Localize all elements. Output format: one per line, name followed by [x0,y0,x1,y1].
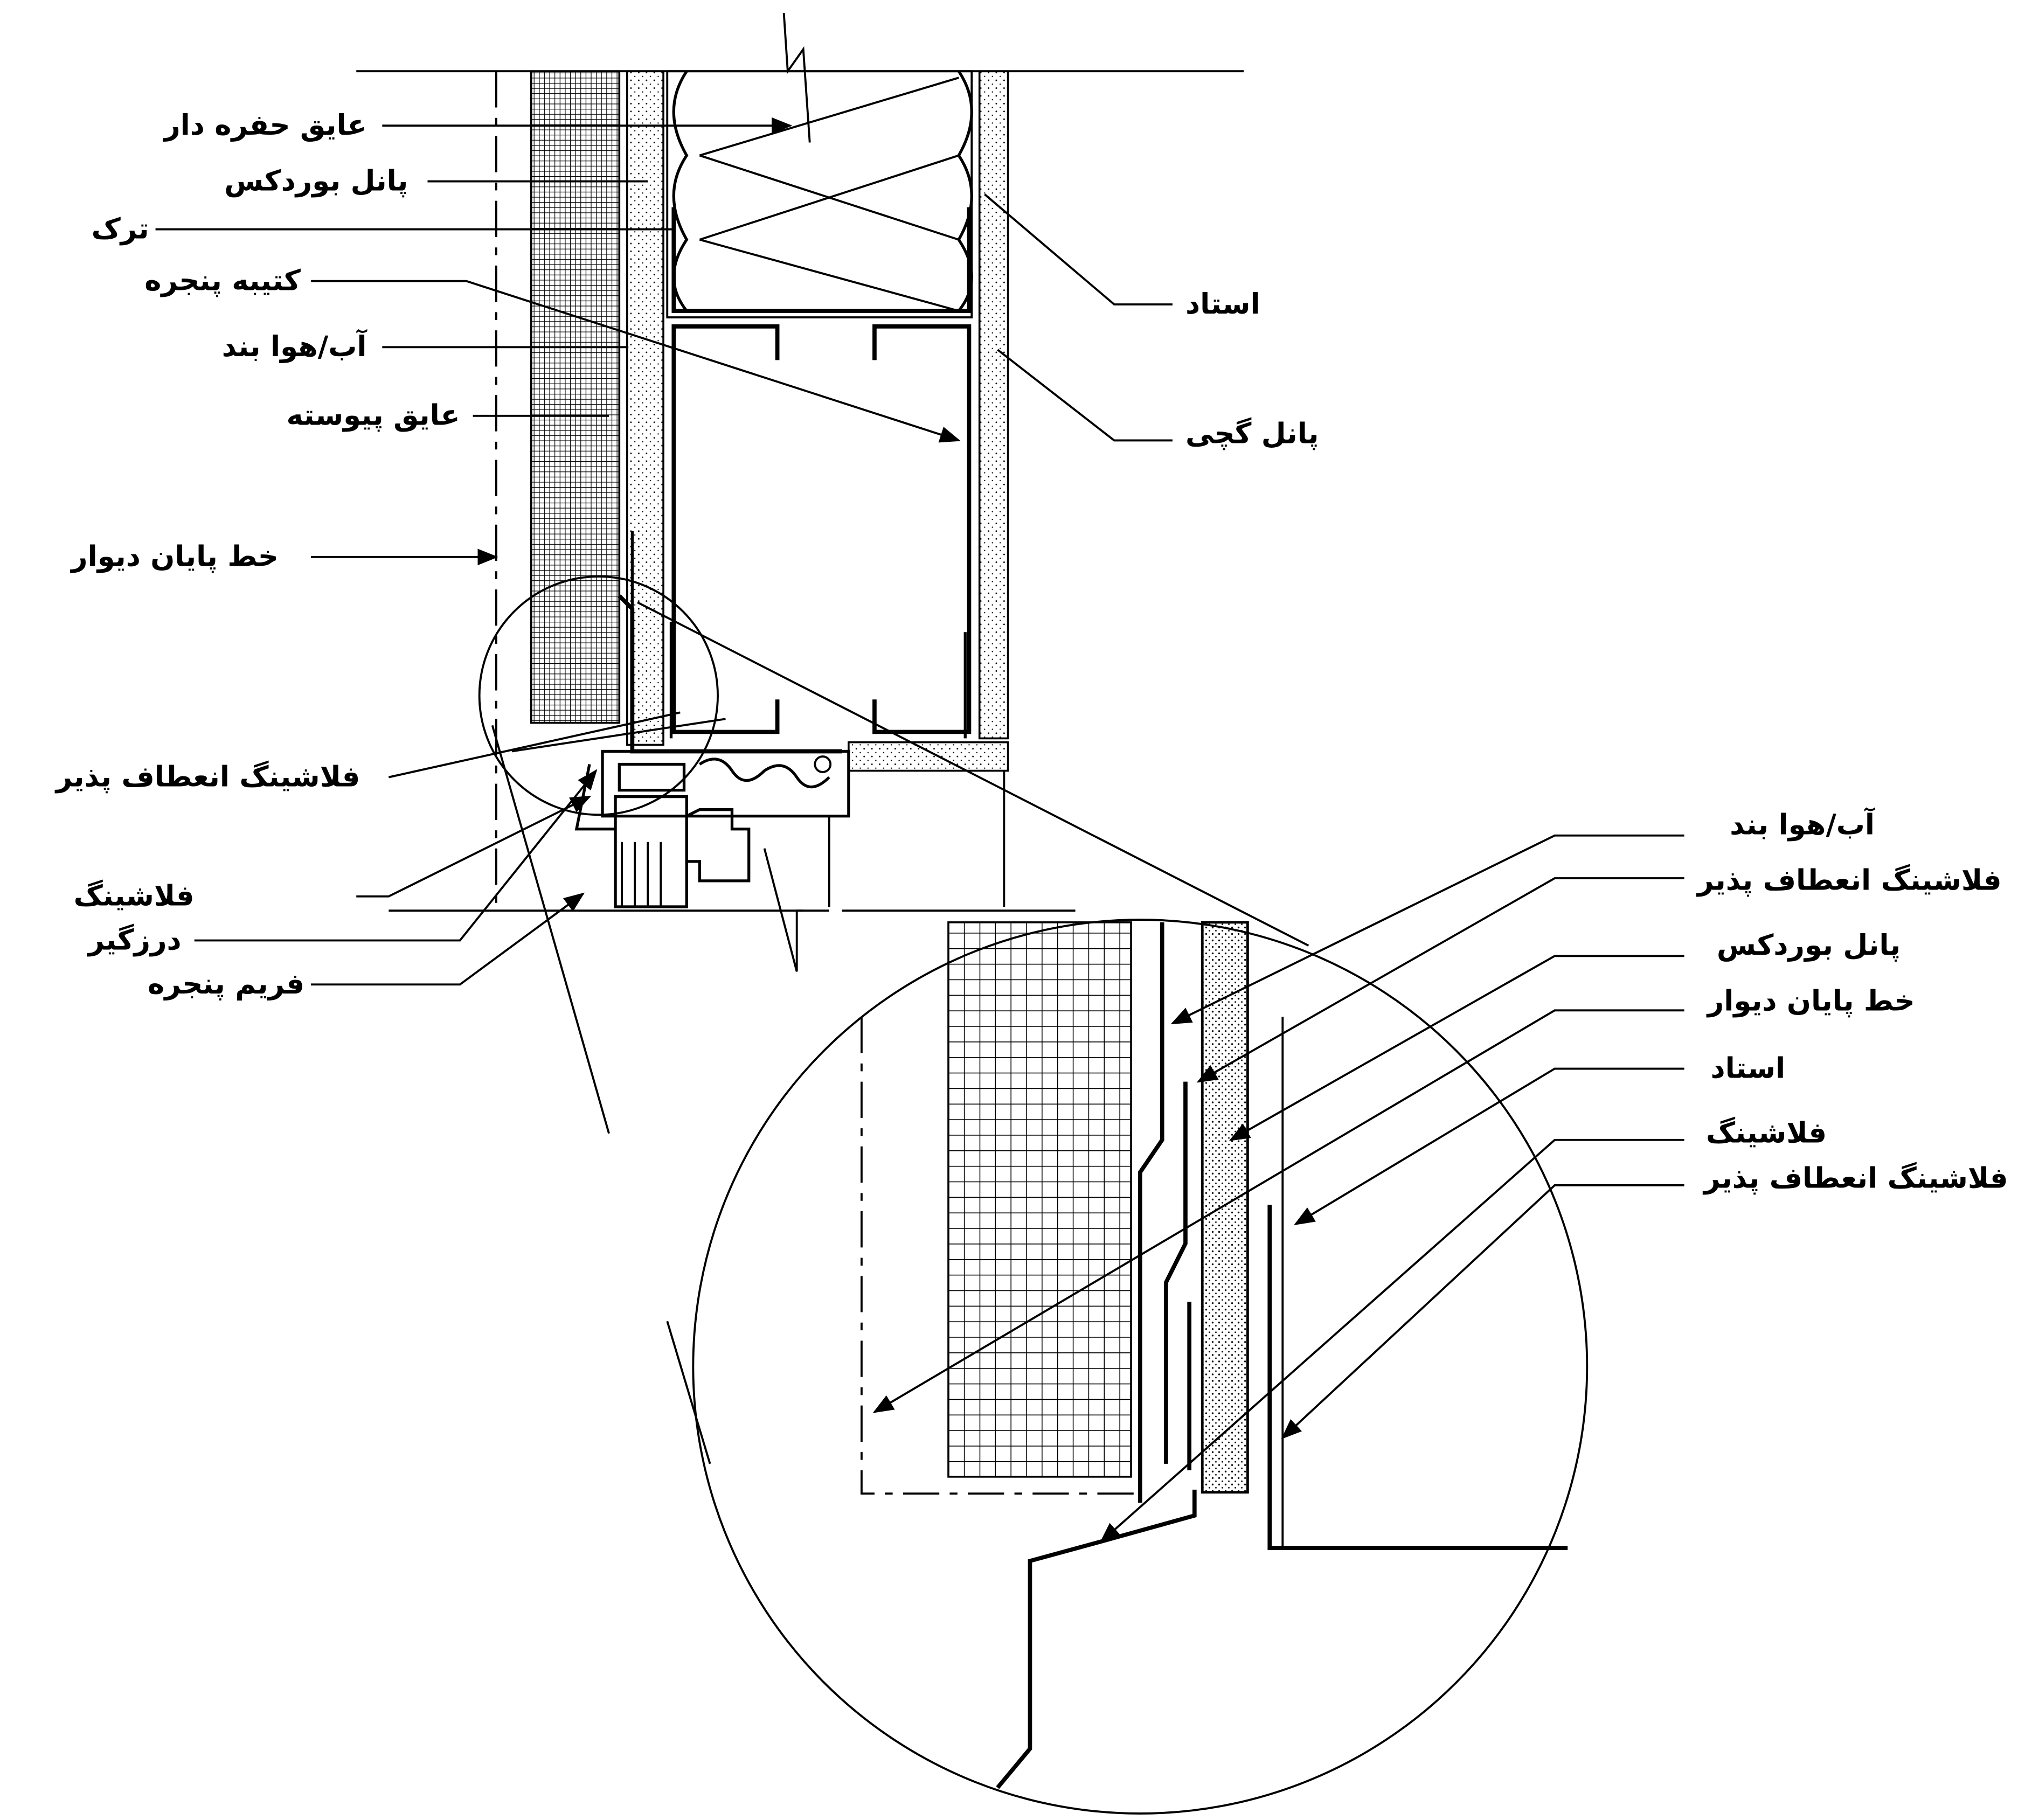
detail-label-flexible-flashing: فلاشینگ انعطاف پذیر [1696,864,2002,897]
label-wall-end-line: خط پایان دیوار [70,540,279,573]
detail-label-stud: استاد [1710,1052,1785,1085]
detail-marker-circle [478,575,719,816]
continuous-insulation [530,70,621,724]
main-right-labels: استاد پانل گچی [1185,288,1319,450]
leaders-main [155,117,1173,986]
detail-label-weather-barrier: آب/هوا بند [1730,807,1876,841]
label-stud: استاد [1185,288,1260,321]
label-flexible-flashing: فلاشینگ انعطاف پذیر [54,760,360,793]
label-crack: ترک [92,212,149,245]
label-window-frame: فریم پنجره [148,968,304,1001]
label-weather-barrier: آب/هوا بند [222,329,368,363]
gypsum-panel [978,70,1009,740]
label-cavity-insulation: عایق حفره دار [162,109,366,142]
detail-label-wall-end-line: خط پایان دیوار [1706,984,1915,1017]
detail-label-board-panel: پانل بوردکس [1717,929,1901,962]
label-sealant: درزگیر [86,923,181,956]
board-panel [626,70,664,746]
enlarged-detail [692,919,1589,1815]
main-left-labels: عایق حفره دار پانل بوردکس ترک کتیبه پنجر… [54,109,460,1001]
label-window-header: کتیبه پنجره [144,265,301,297]
label-gypsum-panel: پانل گچی [1185,416,1319,450]
detail-labels: آب/هوا بند فلاشینگ انعطاف پذیر پانل بورد… [1696,807,2008,1194]
detail-label-flashing: فلاشینگ [1706,1116,1827,1150]
label-flashing: فلاشینگ [74,879,195,913]
label-board-panel: پانل بوردکس [224,164,408,197]
main-section [356,12,1244,972]
detail-label-flexible-flashing-2: فلاشینگ انعطاف پذیر [1702,1162,2008,1195]
label-continuous-insulation: عایق پیوسته [286,399,460,432]
leaders-detail [872,834,1684,1543]
